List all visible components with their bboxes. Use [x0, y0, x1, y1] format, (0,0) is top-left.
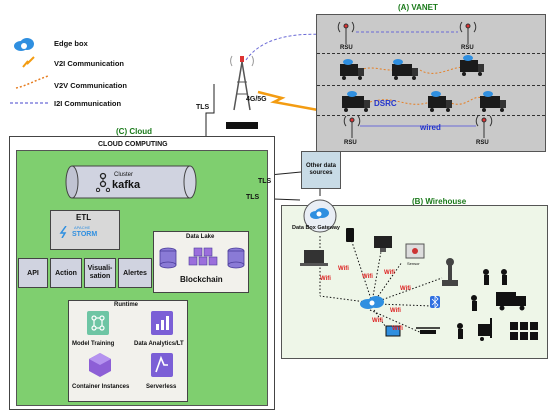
action-box: Action	[50, 258, 82, 288]
truck-icon	[340, 60, 506, 112]
data-lake-label: Data Lake	[186, 234, 215, 240]
wifi-label: Wifi	[390, 308, 401, 314]
kafka-label: kafka	[112, 179, 141, 191]
cell-tower-icon	[226, 55, 258, 129]
rsu-icon	[337, 21, 493, 138]
visualisation-box: Visuali- sation	[84, 258, 116, 288]
robot-arm-icon	[442, 258, 458, 286]
laptop-icon	[300, 250, 328, 266]
legend-v2i: V2I Communication	[54, 59, 125, 68]
road-line	[317, 115, 545, 116]
road-line	[317, 53, 545, 54]
vanet-panel	[316, 14, 546, 152]
vanet-drawing	[337, 21, 506, 138]
worker-icon	[457, 269, 507, 339]
dsrc-label: DSRC	[374, 99, 397, 108]
kafka-cluster-cylinder	[65, 165, 197, 199]
sensor-icon	[405, 243, 425, 259]
api-box: API	[18, 258, 48, 288]
alertes-box: Alertes	[118, 258, 152, 288]
truck-icon	[496, 292, 526, 311]
v2v-line-icon	[15, 75, 49, 89]
model-training-label: Model Training	[72, 341, 115, 347]
other-data-sources-box: Other data sources	[301, 151, 341, 189]
cluster-label: Cluster	[114, 172, 134, 178]
wifi-label: Wifi	[384, 270, 395, 276]
kafka-icon	[96, 172, 110, 192]
alertes-label: Alertes	[123, 269, 147, 277]
legend-v2v: V2V Communication	[54, 81, 127, 90]
legend-edge-box: Edge box	[54, 39, 88, 48]
wifi-label: Wifi	[392, 326, 403, 332]
blockchain-label: Blockchain	[180, 275, 223, 284]
monitor-icon	[374, 236, 392, 252]
sensor-label: Sensor	[407, 261, 420, 266]
wifi-label: Wifi	[320, 276, 331, 282]
blockchain-icon	[188, 247, 218, 266]
data-analytics-icon	[151, 311, 173, 335]
wifi-label: Wifi	[372, 318, 383, 324]
container-instances-icon	[89, 353, 111, 377]
runtime-label: Runtime	[114, 302, 138, 308]
gateway-label: Data Box Gateway	[292, 225, 340, 231]
forklift-icon	[478, 318, 492, 341]
rsu-label: RSU	[476, 140, 489, 146]
serverless-label: Serverless	[146, 384, 177, 390]
warehouse-title: (B) Wirehouse	[412, 197, 467, 206]
database-icon	[159, 247, 245, 269]
serverless-icon	[151, 353, 173, 377]
legend-i2i: I2I Communication	[54, 99, 122, 108]
road-line	[317, 85, 545, 86]
cloud-title: (C) Cloud	[116, 127, 152, 136]
warehouse-network	[300, 228, 538, 341]
tls-label-gateway: TLS	[246, 194, 260, 201]
phone-icon	[346, 228, 354, 242]
etl-box	[50, 210, 120, 250]
container-instances-label: Container Instances	[72, 384, 130, 390]
tablet-icon	[385, 325, 401, 337]
wired-label: wired	[420, 123, 441, 132]
i2i-line-icon	[10, 102, 50, 104]
tls-label-other: TLS	[258, 178, 272, 185]
tower-label: 4G/5G	[246, 96, 267, 103]
storm-label: STORM	[72, 231, 98, 238]
etl-label: ETL	[76, 213, 92, 222]
wifi-label: Wifi	[400, 286, 411, 292]
visualisation-label: Visuali- sation	[87, 265, 113, 280]
bluetooth-icon	[430, 295, 440, 309]
storm-icon	[59, 226, 67, 238]
wifi-label: Wifi	[338, 266, 349, 272]
rsu-label: RSU	[461, 45, 474, 51]
other-data-sources-label: Other data sources	[305, 162, 336, 176]
data-analytics-label: Data Analytics/LT	[134, 341, 184, 347]
drone-icon	[416, 327, 440, 334]
legend: Edge box V2I Communication V2V Communica…	[8, 26, 208, 116]
lightning-icon	[22, 56, 35, 68]
api-label: API	[27, 269, 39, 277]
boxes-icon	[510, 322, 538, 340]
data-box-gateway-icon	[303, 199, 337, 233]
action-label: Action	[55, 269, 77, 277]
tls-label-tower: TLS	[196, 104, 210, 111]
cloud-edge-icon	[14, 38, 34, 51]
storm-top-label: APACHE	[74, 225, 91, 230]
wifi-label: Wifi	[362, 274, 373, 280]
rsu-label: RSU	[344, 140, 357, 146]
model-training-icon	[87, 311, 109, 335]
vanet-title: (A) VANET	[398, 3, 438, 12]
cloud-computing-header: CLOUD COMPUTING	[98, 141, 168, 148]
rsu-label: RSU	[340, 45, 353, 51]
edge-box-icon	[343, 55, 493, 97]
